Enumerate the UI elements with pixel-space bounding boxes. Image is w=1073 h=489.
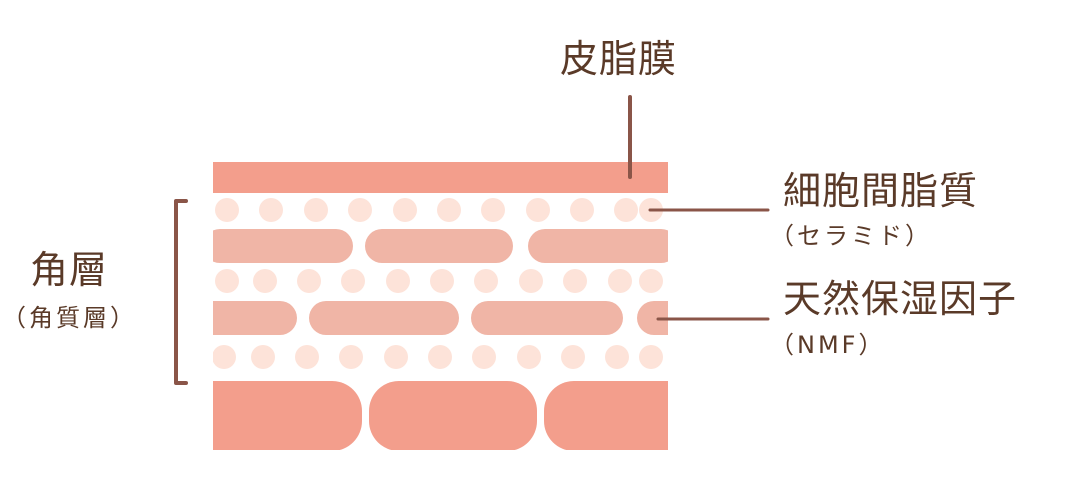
lipid-dot bbox=[481, 198, 505, 222]
lipid-dot bbox=[215, 269, 239, 293]
corneocyte-capsule bbox=[637, 301, 668, 335]
lipid-dot bbox=[386, 269, 410, 293]
base-cell-row bbox=[213, 381, 668, 450]
intercellular-lipid-sublabel: （セラミド） bbox=[770, 222, 932, 250]
base-cell bbox=[369, 381, 537, 450]
lipid-dot bbox=[563, 269, 587, 293]
lipid-dot bbox=[605, 345, 629, 369]
stratum-corneum-bracket bbox=[174, 199, 188, 385]
nmf-sublabel: （NMF） bbox=[770, 331, 886, 359]
base-cell bbox=[544, 381, 668, 450]
lipid-dot bbox=[437, 198, 461, 222]
sebum-membrane-bar bbox=[213, 162, 668, 193]
lipid-dot bbox=[519, 269, 543, 293]
corneocyte-rows bbox=[213, 229, 668, 335]
stratum-corneum-label: 角層 bbox=[30, 248, 109, 292]
lipid-dot bbox=[472, 345, 496, 369]
lipid-dot bbox=[253, 269, 277, 293]
lipid-dot bbox=[639, 345, 663, 369]
lipid-dot bbox=[213, 345, 236, 369]
lipid-dot bbox=[570, 198, 594, 222]
lipid-dot bbox=[384, 345, 408, 369]
lipid-dot bbox=[341, 269, 365, 293]
lipid-dot bbox=[430, 269, 454, 293]
lipid-dot bbox=[251, 345, 275, 369]
base-cell bbox=[213, 381, 362, 450]
lipid-dot bbox=[295, 345, 319, 369]
lipid-dot bbox=[639, 269, 663, 293]
lipid-dot bbox=[474, 269, 498, 293]
lipid-dot bbox=[304, 198, 328, 222]
lipid-dot bbox=[339, 345, 363, 369]
corneocyte-capsule bbox=[213, 301, 297, 335]
lipid-dot bbox=[608, 269, 632, 293]
lipid-dot bbox=[297, 269, 321, 293]
lipid-dot bbox=[517, 345, 541, 369]
corneocyte-capsule bbox=[365, 229, 513, 263]
intercellular-lipid-label: 細胞間脂質 bbox=[783, 169, 979, 213]
corneocyte-capsule bbox=[309, 301, 459, 335]
lipid-dot bbox=[428, 345, 452, 369]
nmf-label: 天然保湿因子 bbox=[783, 277, 1018, 321]
sebum-membrane-label: 皮脂膜 bbox=[560, 37, 678, 81]
lipid-dot bbox=[526, 198, 550, 222]
lipid-dot-rows bbox=[213, 198, 663, 369]
lipid-dot bbox=[348, 198, 372, 222]
lipid-dot bbox=[215, 198, 239, 222]
corneocyte-capsule bbox=[528, 229, 668, 263]
lipid-dot bbox=[393, 198, 417, 222]
corneocyte-capsule bbox=[471, 301, 623, 335]
corneocyte-capsule bbox=[213, 229, 353, 263]
lipid-dot bbox=[561, 345, 585, 369]
stratum-corneum-sublabel: （角質層） bbox=[2, 304, 137, 332]
lipid-dot bbox=[614, 198, 638, 222]
lipid-dot bbox=[259, 198, 283, 222]
